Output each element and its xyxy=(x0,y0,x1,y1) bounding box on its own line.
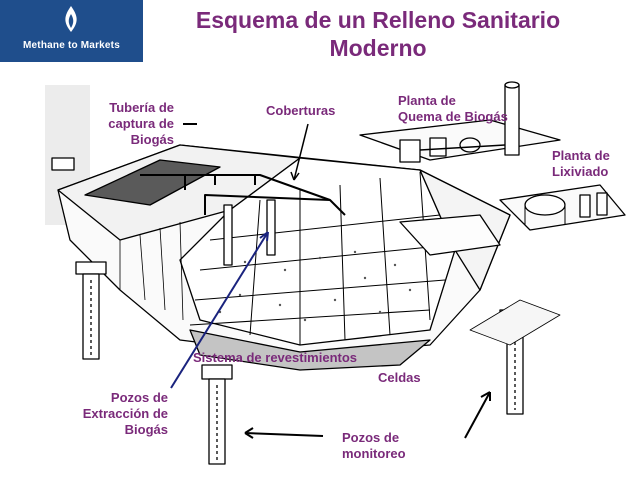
flame-icon xyxy=(65,6,77,32)
label-celdas: Celdas xyxy=(378,370,421,385)
label-pozos-monitoreo: Pozos de monitoreo xyxy=(342,430,406,461)
label-pozos-extraccion-biogas: Pozos de Extracción de Biogás xyxy=(82,390,168,437)
brand-name: Methane to Markets xyxy=(23,40,120,51)
label-sistema-revestimientos: Sistema de revestimientos xyxy=(193,350,358,365)
coberturas-arrow xyxy=(293,123,309,181)
page-title: Esquema de un Relleno Sanitario Moderno xyxy=(143,6,613,62)
title-line-2: Moderno xyxy=(329,35,427,61)
label-coberturas: Coberturas xyxy=(266,103,336,118)
methane-to-markets-logo: Methane to Markets xyxy=(0,0,143,62)
label-planta-quema-biogas: Planta de Quema de Biogás xyxy=(398,93,508,124)
title-line-1: Esquema de un Relleno Sanitario xyxy=(195,7,561,33)
label-planta-lixiviado: Planta de Lixiviado xyxy=(552,148,610,179)
monitoring-arrow-right xyxy=(464,391,491,439)
extraction-arrow xyxy=(170,231,269,389)
monitoring-arrow-left xyxy=(244,432,324,437)
label-tuberia-captura-biogas: Tubería de captura de Biogás xyxy=(108,100,174,147)
